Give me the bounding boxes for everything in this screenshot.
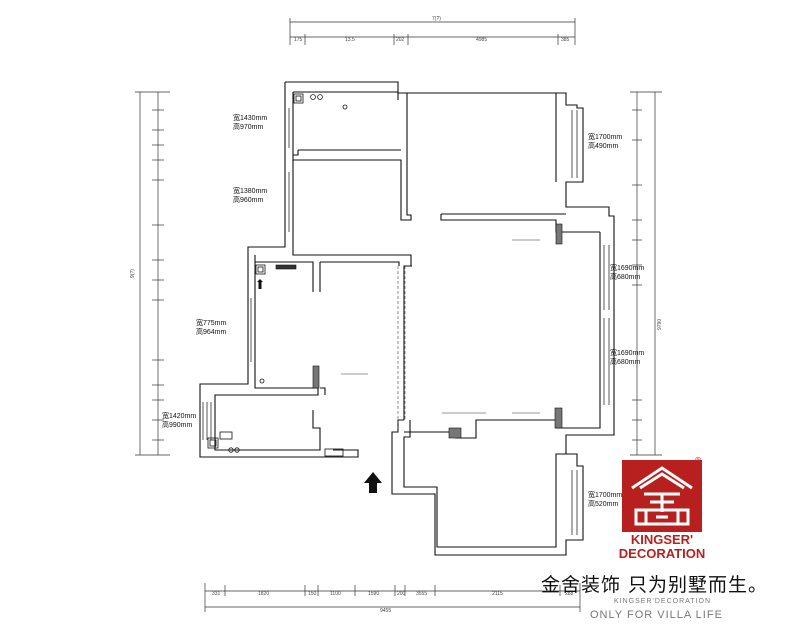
windows [202,108,610,535]
bottom-seg-3: 150 [308,591,317,597]
svg-text:高970mm: 高970mm [233,122,264,131]
bottom-overall-dim: 9455 [380,608,391,614]
bottom-seg-1: 331 [212,591,221,597]
svg-text:宽1430mm: 宽1430mm [233,113,267,122]
svg-text:宽1700mm: 宽1700mm [588,132,622,141]
brand-subtitle-en: KINGSER'DECORATION [614,598,711,605]
bottom-seg-7: 3555 [416,591,427,597]
kingser-logo-icon [622,460,702,532]
svg-text:高964mm: 高964mm [196,327,227,336]
svg-text:高990mm: 高990mm [162,420,193,429]
svg-text:宽1380mm: 宽1380mm [233,186,267,195]
logo-word-line1: KINGSER' [630,532,694,547]
logo-word-line2: DECORATION [618,546,706,561]
bottom-dimension [204,583,581,612]
svg-text:宽775mm: 宽775mm [196,318,227,327]
dashed-partition [397,266,406,432]
bottom-seg-6: 200 [397,591,406,597]
walls [199,81,615,556]
window-label-6: 宽1690mm 高680mm [610,263,644,281]
window-label-4: 宽1420mm 高990mm [162,411,196,429]
brand-slogan-cn: 金舍装饰 只为别墅而生。 [541,574,769,596]
svg-text:高960mm: 高960mm [233,195,264,204]
top-seg-2: 13.5 [345,37,355,43]
bottom-seg-9: 288 [565,591,574,597]
top-seg-3: 202 [396,37,405,43]
registered-mark: ® [694,456,702,465]
left-overall-dim: 9(?) [130,269,136,278]
top-dimension [289,18,576,45]
right-dimension [630,91,662,456]
window-label-3: 宽775mm 高964mm [196,318,227,336]
svg-text:高520mm: 高520mm [588,499,619,508]
top-overall-dim: 7(?) [432,16,441,22]
bottom-seg-4: 1100 [330,591,341,597]
svg-text:高490mm: 高490mm [588,141,619,150]
svg-text:宽1690mm: 宽1690mm [610,348,644,357]
window-label-8: 宽1700mm 高520mm [588,490,622,508]
bottom-seg-8: 2115 [492,591,503,597]
svg-text:高680mm: 高680mm [610,357,641,366]
top-seg-4: 4985 [476,37,487,43]
bottom-seg-2: 1820 [258,591,269,597]
svg-text:高680mm: 高680mm [610,272,641,281]
wall-columns [275,223,563,439]
window-label-5: 宽1700mm 高490mm [588,132,622,150]
window-label-7: 宽1690mm 高680mm [610,348,644,366]
svg-text:宽1690mm: 宽1690mm [610,263,644,272]
small-arrow-icon [257,279,263,289]
top-seg-5: 385 [561,37,570,43]
top-seg-1: 175 [294,37,303,43]
svg-text:宽1700mm: 宽1700mm [588,490,622,499]
bottom-seg-5: 1590 [368,591,379,597]
svg-text:宽1420mm: 宽1420mm [162,411,196,420]
entrance-arrow-icon [364,472,382,493]
brand-tagline-en: ONLY FOR VILLA LIFE [590,609,723,621]
window-label-2: 宽1380mm 高960mm [233,186,267,204]
fixtures [207,93,348,457]
column-dim-tags [341,239,540,414]
window-label-1: 宽1430mm 高970mm [233,113,267,131]
left-dimension [135,91,170,456]
logo-wordmark: KINGSER' DECORATION [614,533,710,561]
right-overall-dim: 9790 [657,319,663,330]
